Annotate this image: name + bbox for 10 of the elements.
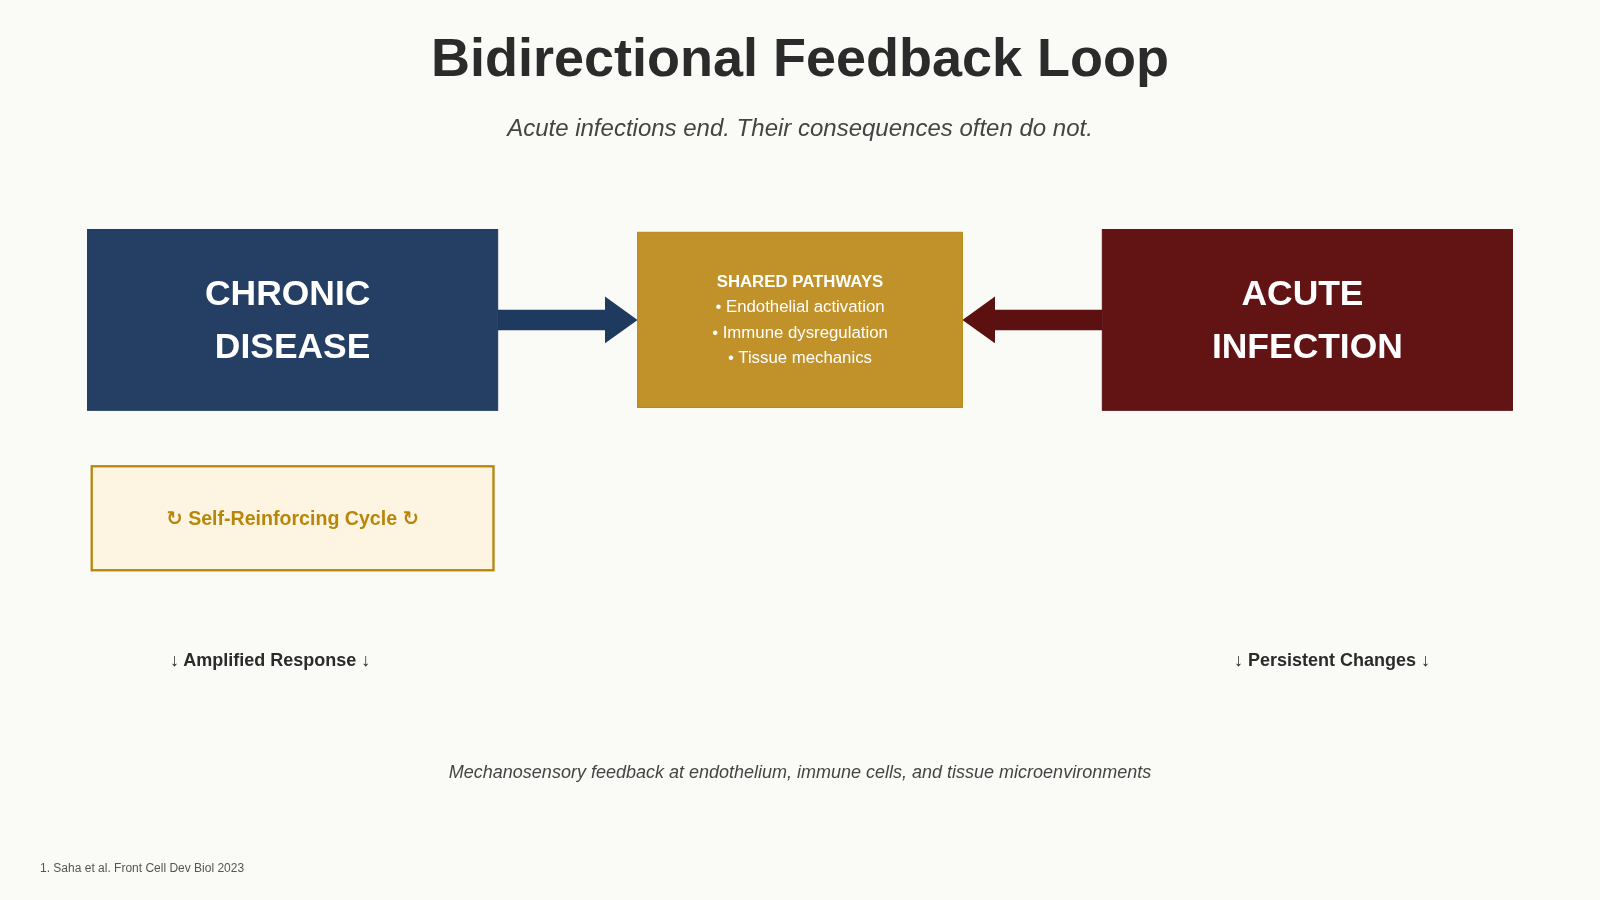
note-label: ↓ Amplified Response ↓ [170,650,371,671]
subtitle: Acute infections end. Their consequences often do not. [507,114,1093,142]
title: Bidirectional Feedback Loop [430,26,1170,88]
node-box: SHARED PATHWAYS • Endothelial activation • Immune dysregulation • Tissue mechanics [637,231,963,409]
node-box: ↻ Self-Reinforcing Cycle ↻ [90,465,495,572]
note-label: ↓ Persistent Changes ↓ [1233,650,1430,671]
caption: Mechanosensory feedback at endothelium, immune cells, and tissue microenvironments [448,762,1152,783]
footnote: 1. Saha et al. Front Cell Dev Biol 2023 [40,861,245,875]
node-box: ACUTE INFECTION [1101,229,1513,411]
node-box: CHRONIC DISEASE [87,229,499,411]
